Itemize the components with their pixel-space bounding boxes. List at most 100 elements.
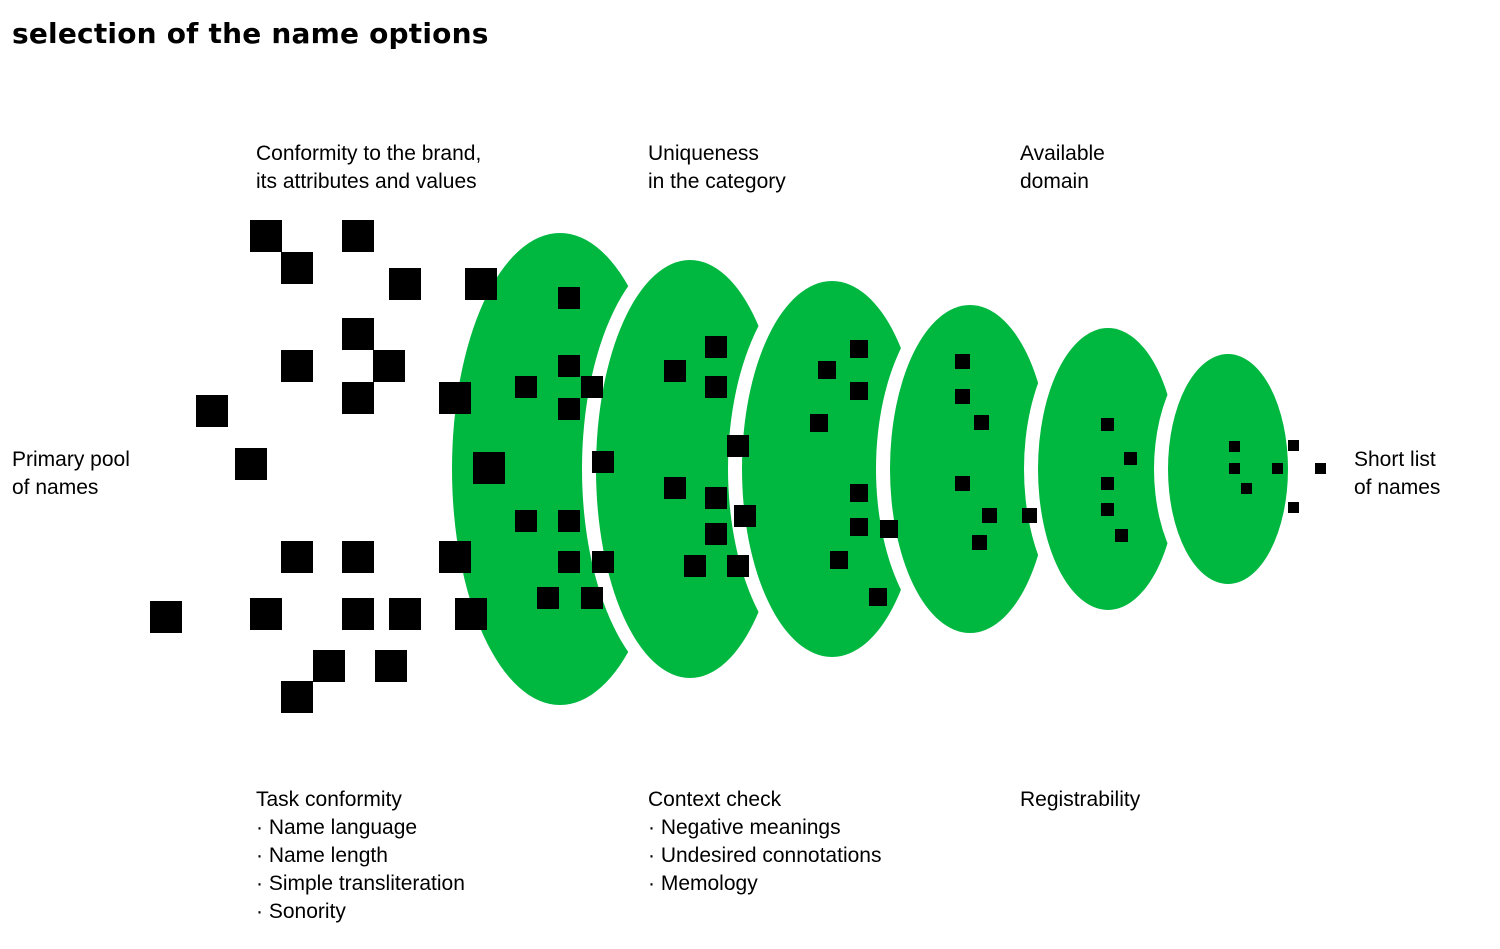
name-square: [342, 220, 374, 252]
name-square: [515, 510, 537, 532]
name-square: [473, 452, 505, 484]
name-square: [705, 376, 727, 398]
brand-conformity-line-1: Conformity to the brand,: [256, 142, 482, 165]
name-square: [1241, 483, 1252, 494]
name-square: [810, 414, 828, 432]
short-list-line-2: of names: [1354, 476, 1441, 499]
name-square: [705, 523, 727, 545]
filter-stage-3: [742, 281, 922, 657]
name-square: [1315, 463, 1326, 474]
primary-pool-label: Primary pool of names: [12, 446, 130, 502]
name-square: [955, 389, 970, 404]
name-square: [664, 360, 686, 382]
name-square: [342, 318, 374, 350]
name-square: [850, 382, 868, 400]
name-square: [250, 598, 282, 630]
task-conformity-item: · Sonority: [256, 900, 346, 923]
name-square: [439, 382, 471, 414]
name-square: [734, 505, 756, 527]
name-square: [830, 551, 848, 569]
filter-stage-4: [890, 305, 1050, 633]
name-square: [1272, 463, 1283, 474]
name-square: [537, 587, 559, 609]
context-check-item: · Memology: [648, 872, 758, 895]
name-square: [727, 435, 749, 457]
name-square: [250, 220, 282, 252]
name-square: [727, 555, 749, 577]
task-conformity-heading: Task conformity: [256, 788, 402, 811]
name-square: [313, 650, 345, 682]
registrability-heading: Registrability: [1020, 788, 1141, 811]
name-square: [558, 510, 580, 532]
name-square: [1229, 463, 1240, 474]
task-conformity-item: · Simple transliteration: [256, 872, 465, 895]
name-square: [150, 601, 182, 633]
name-square: [196, 395, 228, 427]
brand-conformity-label: Conformity to the brand, its attributes …: [256, 140, 481, 196]
name-square: [515, 376, 537, 398]
name-square: [439, 541, 471, 573]
registrability-label: Registrability: [1020, 786, 1140, 814]
short-list-line-1: Short list: [1354, 448, 1436, 471]
name-square: [281, 252, 313, 284]
name-square: [342, 541, 374, 573]
name-square: [281, 350, 313, 382]
domain-line-1: Available: [1020, 142, 1105, 165]
page-title: selection of the name options: [12, 17, 489, 50]
name-square: [281, 541, 313, 573]
name-square: [982, 508, 997, 523]
name-square: [465, 268, 497, 300]
primary-pool-line-2: of names: [12, 476, 99, 499]
name-square: [455, 598, 487, 630]
task-conformity-item: · Name language: [256, 816, 418, 839]
name-square: [1288, 440, 1299, 451]
name-square: [850, 340, 868, 358]
name-square: [684, 555, 706, 577]
name-square: [558, 355, 580, 377]
domain-line-2: domain: [1020, 170, 1089, 193]
name-square: [1101, 503, 1114, 516]
name-square: [880, 520, 898, 538]
context-check-item: · Negative meanings: [648, 816, 841, 839]
name-square: [1022, 508, 1037, 523]
name-square: [235, 448, 267, 480]
name-square: [342, 598, 374, 630]
primary-pool-line-1: Primary pool: [12, 448, 130, 471]
context-check-label: Context check · Negative meanings · Unde…: [648, 786, 881, 898]
name-square: [974, 415, 989, 430]
name-square: [850, 518, 868, 536]
name-square: [375, 650, 407, 682]
name-square: [850, 484, 868, 502]
name-square: [342, 382, 374, 414]
context-check-heading: Context check: [648, 788, 782, 811]
name-square: [972, 535, 987, 550]
name-square: [1101, 418, 1114, 431]
name-square: [373, 350, 405, 382]
name-square: [869, 588, 887, 606]
name-square: [592, 551, 614, 573]
name-square: [389, 268, 421, 300]
task-conformity-item: · Name length: [256, 844, 388, 867]
task-conformity-label: Task conformity · Name language · Name l…: [256, 786, 465, 926]
name-square: [1115, 529, 1128, 542]
name-square: [955, 476, 970, 491]
uniqueness-line-2: in the category: [648, 170, 786, 193]
name-square: [558, 287, 580, 309]
name-square: [955, 354, 970, 369]
uniqueness-line-1: Uniqueness: [648, 142, 759, 165]
name-square: [1101, 477, 1114, 490]
name-square: [1229, 441, 1240, 452]
name-square: [705, 487, 727, 509]
uniqueness-label: Uniqueness in the category: [648, 140, 786, 196]
domain-label: Available domain: [1020, 140, 1105, 196]
name-square: [705, 336, 727, 358]
name-square: [558, 551, 580, 573]
name-square: [581, 587, 603, 609]
short-list-label: Short list of names: [1354, 446, 1440, 502]
name-square: [558, 398, 580, 420]
name-square: [818, 361, 836, 379]
name-square: [389, 598, 421, 630]
filter-stage-6: [1168, 354, 1288, 584]
name-square: [592, 451, 614, 473]
